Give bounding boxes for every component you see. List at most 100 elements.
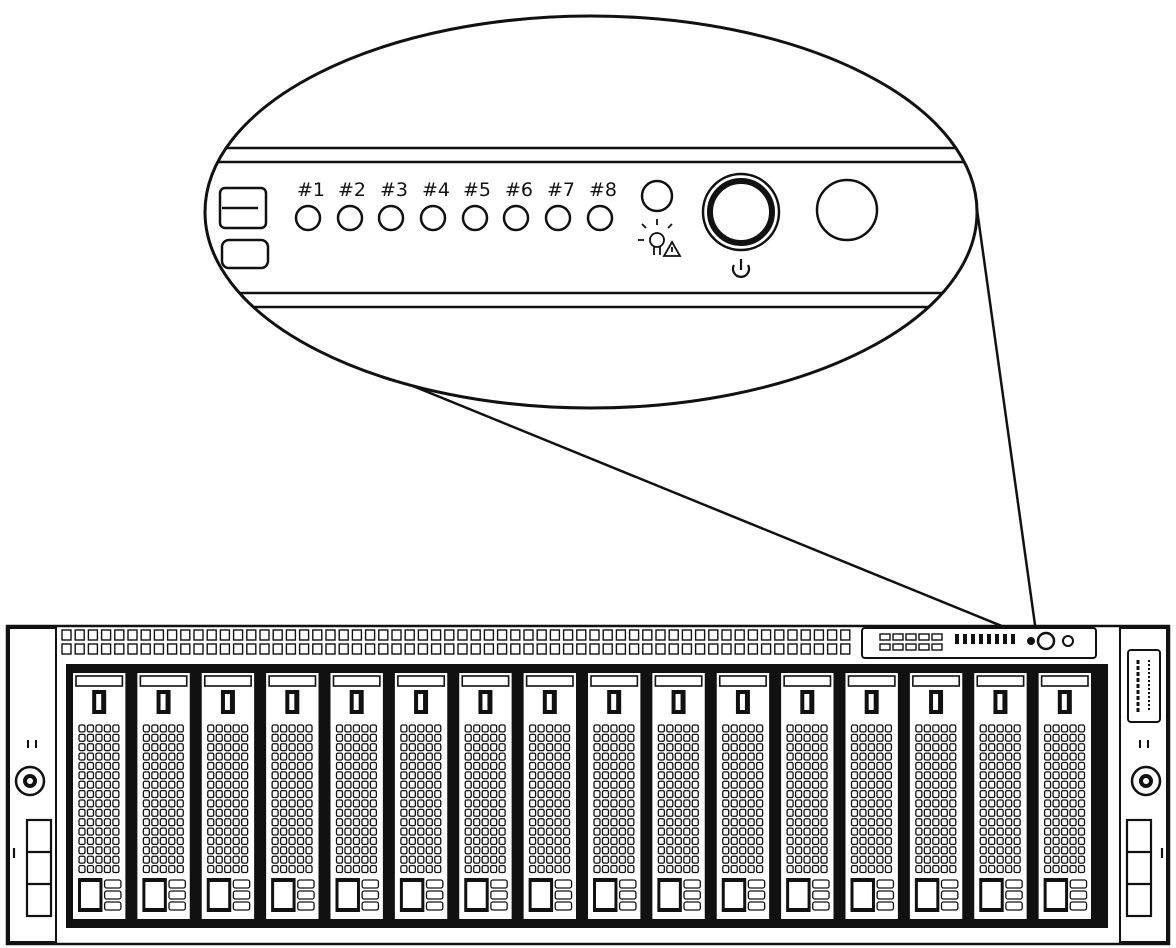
vent-slot [193,629,204,641]
drive-bay[interactable] [907,671,965,921]
vent-slot [259,643,270,655]
drive-bay[interactable] [972,671,1029,921]
callout-line-right [973,194,1038,633]
reset-button[interactable] [815,178,879,242]
vent-slot [813,629,825,641]
drive-bay[interactable] [392,671,450,921]
drive-bay[interactable] [843,671,900,921]
vent-slot [510,643,521,655]
vent-slot [404,643,415,655]
drive-bay[interactable] [779,671,836,921]
callout-line-left [402,380,1037,642]
drive-latch[interactable] [461,675,510,687]
vent-slot [615,629,627,641]
thumbscrew-icon[interactable] [1130,765,1162,797]
led-label-3: #3 [380,179,408,201]
vent-slot [87,643,99,655]
vent-slot [100,643,112,655]
vent-slot [642,643,653,655]
drive-latch[interactable] [139,675,188,687]
vent-slot [74,643,85,655]
drive-latch[interactable] [397,675,446,687]
power-button[interactable] [701,172,781,252]
vent-slot [470,643,481,655]
power-symbol-icon [731,259,751,278]
drive-bay[interactable] [521,671,578,921]
led-row: #1 #2 #3 #4 #5 #6 #7 #8 [294,179,617,232]
drive-bay[interactable] [457,671,514,921]
vent-slot [193,643,204,655]
drive-latch[interactable] [654,675,703,687]
usb-port-icon[interactable] [218,186,268,230]
vent-slot [246,629,257,641]
vent-slot [61,629,72,641]
vent-slot [457,643,468,655]
vent-slot [232,629,244,641]
drive-latch[interactable] [912,675,961,687]
vent-slot [800,643,811,655]
drive-mesh [271,724,313,874]
vent-slot [589,629,600,641]
drive-latch[interactable] [268,675,317,687]
vent-slot [642,629,653,641]
vent-slot [430,643,442,655]
drive-bay[interactable] [71,671,128,921]
vent-slot [496,643,508,655]
drive-latch[interactable] [590,675,639,687]
led-label-5: #5 [463,179,491,201]
vent-slot [760,643,772,655]
vent-slot [536,629,547,641]
vent-slot [378,643,389,655]
drive-mesh [528,724,571,874]
vent-slot [615,643,627,655]
drive-bays [71,671,1093,921]
drive-latch[interactable] [75,675,124,687]
drive-latch[interactable] [525,675,574,687]
vent-slot [787,643,798,655]
rack-handle-icon[interactable] [1125,818,1164,918]
chassis [5,624,1171,946]
usb-port-lower-icon[interactable] [220,238,270,270]
rack-handle-icon[interactable] [12,818,53,918]
vent-slot [668,629,679,641]
vent-slot [840,629,851,641]
drive-bay[interactable] [714,671,772,921]
vent-slot [589,643,600,655]
thumbscrew-icon[interactable] [14,765,46,797]
drive-bay[interactable] [586,671,643,921]
vent-slot [153,629,165,641]
drive-latch[interactable] [1040,675,1089,687]
drive-mesh [207,724,249,874]
vent-slot [246,643,257,655]
drive-latch[interactable] [332,675,381,687]
vent-slot [840,643,851,655]
vent-slot [417,643,429,655]
drive-bay[interactable] [328,671,385,921]
drive-bay[interactable] [199,671,257,921]
drive-bay[interactable] [1036,671,1093,921]
vent-slot [694,629,706,641]
vent-slot [602,629,613,641]
drive-bay[interactable] [650,671,707,921]
drive-latch[interactable] [718,675,767,687]
label-tag-icon [1127,649,1161,723]
vent-slot [285,629,297,641]
vent-slot [325,629,336,641]
vent-slot [272,629,283,641]
vent-slot [364,629,376,641]
vent-slot [298,643,310,655]
drive-bay[interactable] [264,671,321,921]
drive-mesh [915,724,957,874]
drive-latch[interactable] [783,675,832,687]
drive-latch[interactable] [847,675,896,687]
vent-slot [378,629,389,641]
drive-latch[interactable] [976,675,1025,687]
led-7 [544,204,572,232]
vent-slot [562,629,574,641]
led-label-8: #8 [589,179,617,201]
drive-mesh [593,724,635,874]
drive-bay[interactable] [135,671,192,921]
vent-slot [760,629,772,641]
vent-slot [232,643,244,655]
drive-latch[interactable] [203,675,252,687]
